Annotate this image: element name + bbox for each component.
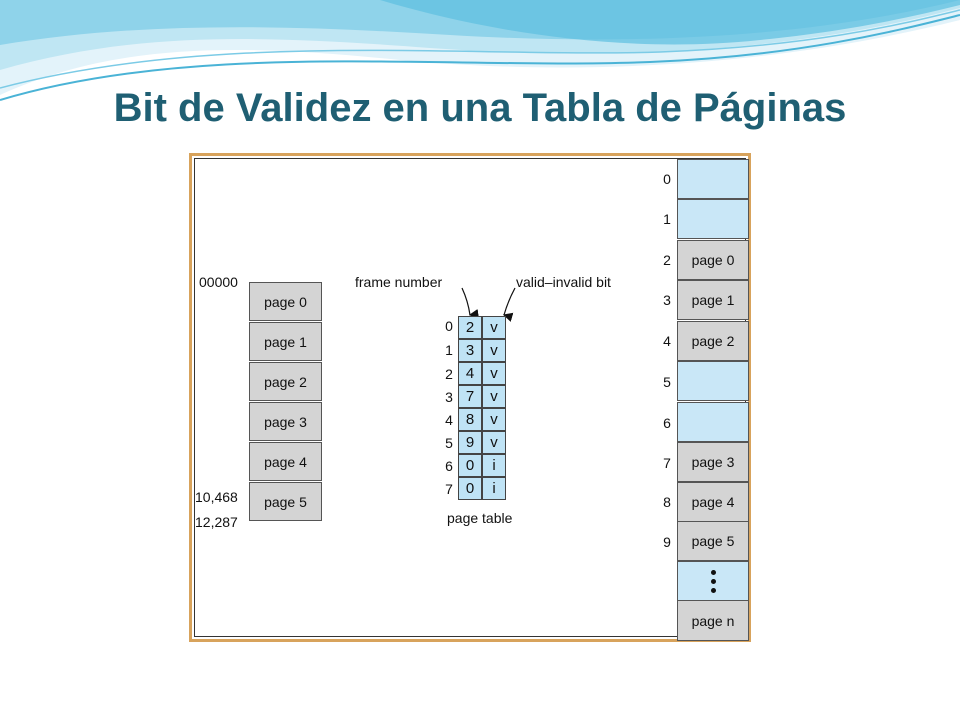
frame-index-5: 5	[663, 374, 671, 390]
physical-frame-5	[677, 361, 749, 401]
frame-index-9: 9	[663, 534, 671, 550]
page-table-frame-2: 4	[458, 362, 482, 385]
address-mid-label: 10,468	[195, 489, 238, 505]
ellipsis-dot	[710, 578, 716, 584]
logical-page-3: page 3	[249, 402, 322, 441]
frame-index-1: 1	[663, 211, 671, 227]
physical-frame-7: page 3	[677, 442, 749, 482]
page-table-index-3: 3	[445, 389, 453, 405]
frame-number-arrow	[461, 287, 479, 319]
page-table-frame-5: 9	[458, 431, 482, 454]
physical-frame-2: page 0	[677, 240, 749, 280]
page-table-bit-1: v	[482, 339, 506, 362]
frame-index-7: 7	[663, 455, 671, 471]
page-table-index-5: 5	[445, 435, 453, 451]
physical-frame-9: page 5	[677, 521, 749, 561]
page-table-bit-3: v	[482, 385, 506, 408]
physical-frame-ellipsis	[677, 561, 749, 601]
frame-index-8: 8	[663, 494, 671, 510]
logical-page-5: page 5	[249, 482, 322, 521]
page-table-caption: page table	[447, 510, 513, 526]
valid-bit-arrow	[502, 287, 516, 322]
page-table-index-0: 0	[445, 318, 453, 334]
address-start-label: 00000	[199, 274, 238, 290]
page-table-index-2: 2	[445, 366, 453, 382]
physical-frame-8: page 4	[677, 482, 749, 522]
frame-index-0: 0	[663, 171, 671, 187]
logical-page-0: page 0	[249, 282, 322, 321]
physical-frame-0	[677, 159, 749, 199]
frame-index-6: 6	[663, 415, 671, 431]
label-arrows	[461, 287, 516, 322]
page-title: Bit de Validez en una Tabla de Páginas	[113, 86, 847, 130]
frame-index-4: 4	[663, 333, 671, 349]
page-table-frame-3: 7	[458, 385, 482, 408]
physical-frame-4: page 2	[677, 321, 749, 361]
page-table-frame-6: 0	[458, 454, 482, 477]
logical-page-2: page 2	[249, 362, 322, 401]
page-table-frame-1: 3	[458, 339, 482, 362]
page-table-bit-4: v	[482, 408, 506, 431]
page-table-bit-5: v	[482, 431, 506, 454]
logical-page-4: page 4	[249, 442, 322, 481]
frame-number-label: frame number	[355, 274, 443, 290]
page-table-bit-2: v	[482, 362, 506, 385]
ellipsis-dot	[710, 587, 716, 593]
page-table-index-7: 7	[445, 481, 453, 497]
page-table-bit-7: i	[482, 477, 506, 500]
address-end-label: 12,287	[195, 514, 238, 530]
page-table-bit-6: i	[482, 454, 506, 477]
page-table-index-1: 1	[445, 342, 453, 358]
physical-frame-6	[677, 402, 749, 442]
page-table-frame-4: 8	[458, 408, 482, 431]
header-wave-decoration	[0, 0, 960, 101]
valid-invalid-bit-label: valid–invalid bit	[516, 274, 611, 290]
logical-page-1: page 1	[249, 322, 322, 361]
page-table-index-4: 4	[445, 412, 453, 428]
ellipsis-dot	[710, 569, 716, 575]
page-table-bit-0: v	[482, 316, 506, 339]
physical-frame-1	[677, 199, 749, 239]
physical-frame-n: page n	[677, 600, 749, 641]
frame-index-3: 3	[663, 292, 671, 308]
physical-frame-3: page 1	[677, 280, 749, 320]
frame-index-2: 2	[663, 252, 671, 268]
page-table-index-6: 6	[445, 458, 453, 474]
page-table-frame-7: 0	[458, 477, 482, 500]
page-table-frame-0: 2	[458, 316, 482, 339]
